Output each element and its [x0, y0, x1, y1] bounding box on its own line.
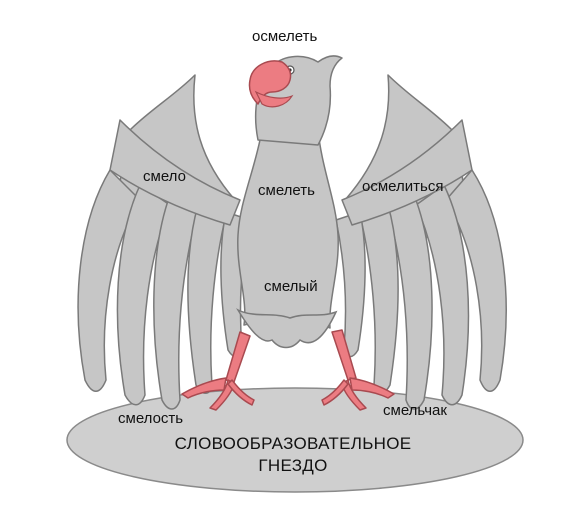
eagle-thighs	[236, 308, 338, 349]
word-right-foot: смельчак	[383, 402, 447, 419]
eagle-body	[237, 129, 339, 329]
nest-ellipse	[66, 387, 524, 493]
word-left-wing: смело	[143, 168, 186, 185]
right-wing	[335, 74, 507, 410]
left-wing	[77, 74, 251, 410]
eagle-legs	[181, 329, 395, 411]
word-chest: смелеть	[258, 182, 315, 199]
word-belly: смелый	[264, 278, 318, 295]
word-right-wing: осмелиться	[362, 178, 444, 195]
word-top: осмелеть	[252, 28, 318, 45]
nest-caption-line1: СЛОВООБРАЗОВАТЕЛЬНОЕ	[174, 434, 412, 453]
word-left-foot: смелость	[118, 410, 184, 427]
nest-caption-line2: ГНЕЗДО	[258, 456, 328, 475]
